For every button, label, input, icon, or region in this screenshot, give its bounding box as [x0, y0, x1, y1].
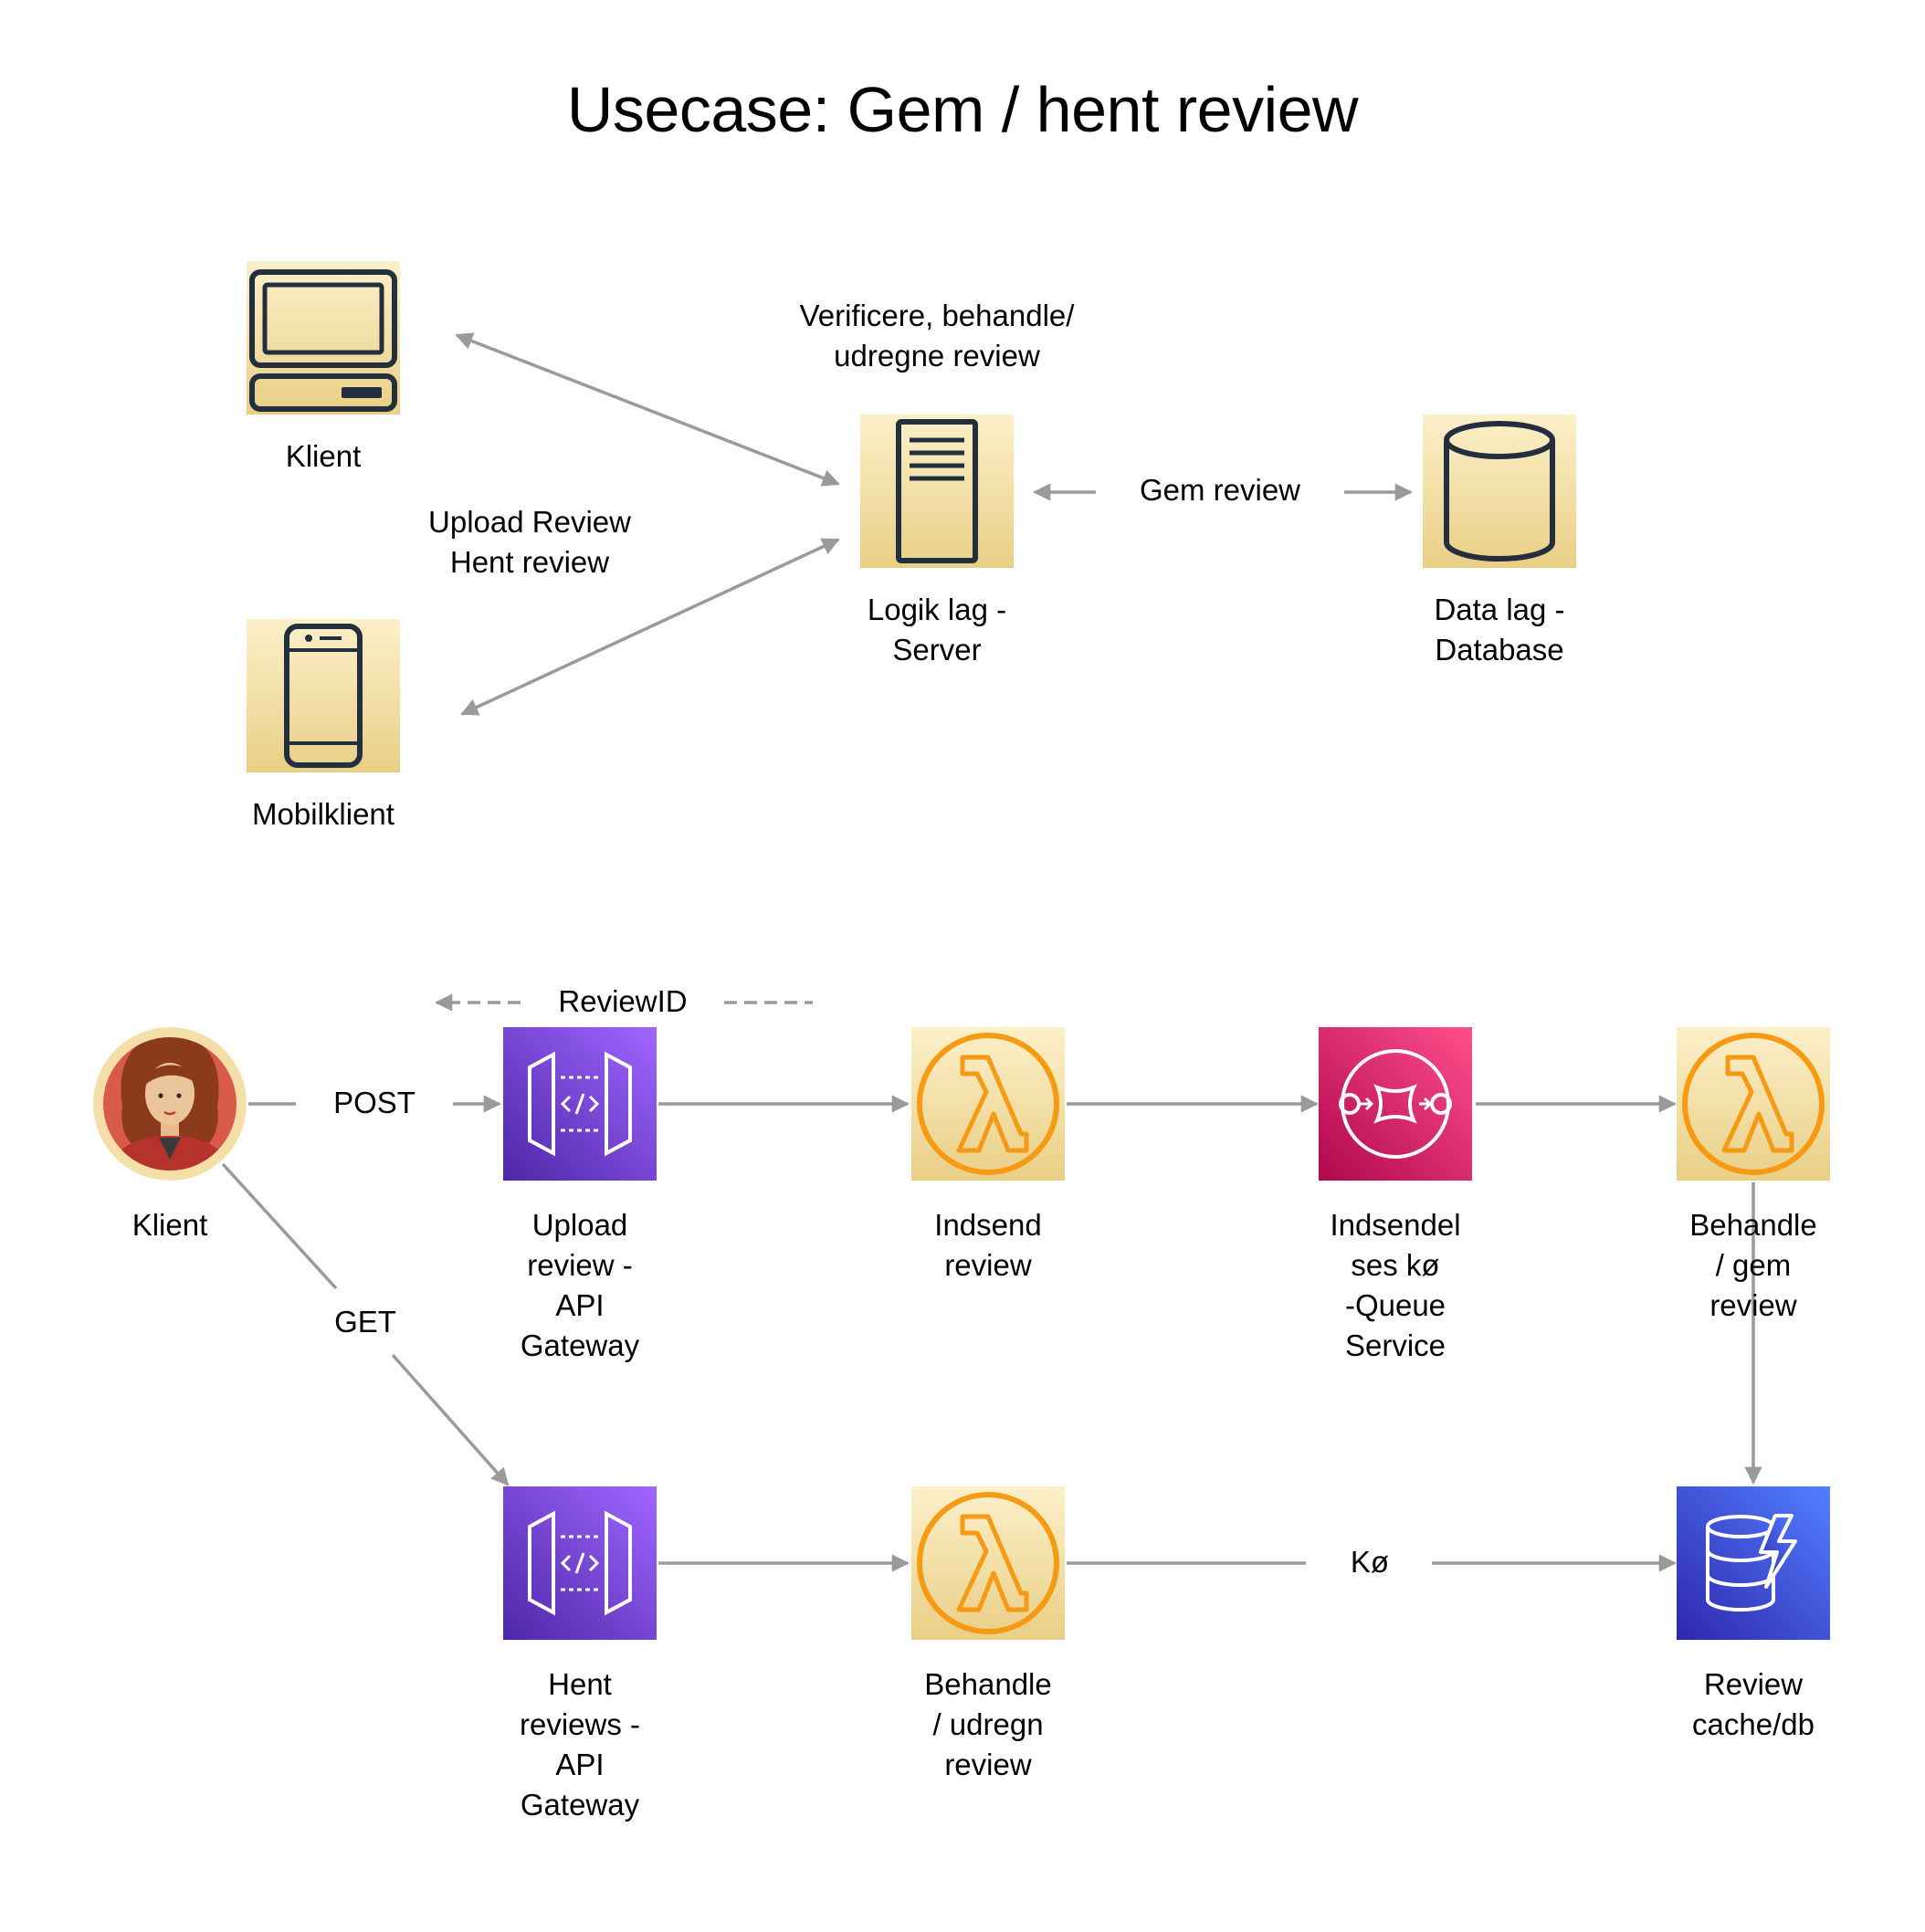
arrow-mobil-server	[460, 538, 840, 716]
diagram-title: Usecase: Gem / hent review	[566, 74, 1359, 145]
server-icon	[860, 415, 1014, 568]
line-klient-get	[221, 1162, 338, 1290]
bottom-connectors	[221, 993, 1762, 1572]
ko-label: Kø	[1350, 1545, 1390, 1579]
desktop-icon	[247, 261, 400, 415]
post-label: POST	[333, 1086, 416, 1119]
user-avatar-icon	[93, 1027, 247, 1181]
database-cylinder-icon	[1423, 415, 1576, 568]
mobile-phone-icon	[247, 619, 400, 772]
upload-hent-label: Upload Review Hent review	[428, 505, 631, 579]
indsend-label: Indsend review	[934, 1208, 1042, 1282]
hent-gateway-label: Hent reviews - API Gateway	[519, 1667, 641, 1822]
klient-label: Klient	[285, 439, 362, 473]
lambda-icon	[911, 1027, 1065, 1181]
get-label: GET	[334, 1305, 396, 1339]
gem-review-label: Gem review	[1139, 473, 1301, 507]
queue-label: Indsendel ses kø -Queue Service	[1330, 1208, 1461, 1362]
top-connectors	[455, 332, 1413, 716]
behandle-gem-label: Behandle / gem review	[1689, 1208, 1817, 1322]
mobilklient-label: Mobilklient	[252, 797, 394, 831]
bottom-klient-label: Klient	[131, 1208, 208, 1242]
dynamodb-icon	[1677, 1486, 1830, 1640]
lambda-icon	[1677, 1027, 1830, 1181]
database-label: Data lag - Database	[1434, 593, 1565, 667]
cache-label: Review cache/db	[1692, 1667, 1815, 1741]
behandle-udregn-label: Behandle / udregn review	[924, 1667, 1052, 1781]
api-gateway-icon	[503, 1486, 657, 1640]
arrow-klient-server	[455, 332, 840, 487]
verify-label: Verificere, behandle/ udregne review	[799, 299, 1075, 373]
sqs-queue-icon	[1319, 1027, 1472, 1181]
arrow-get-gateway	[391, 1353, 510, 1486]
api-gateway-icon	[503, 1027, 657, 1181]
server-label: Logik lag - Server	[867, 593, 1007, 667]
upload-gateway-label: Upload review - API Gateway	[520, 1208, 640, 1362]
lambda-icon	[911, 1486, 1065, 1640]
reviewid-label: ReviewID	[558, 984, 688, 1018]
